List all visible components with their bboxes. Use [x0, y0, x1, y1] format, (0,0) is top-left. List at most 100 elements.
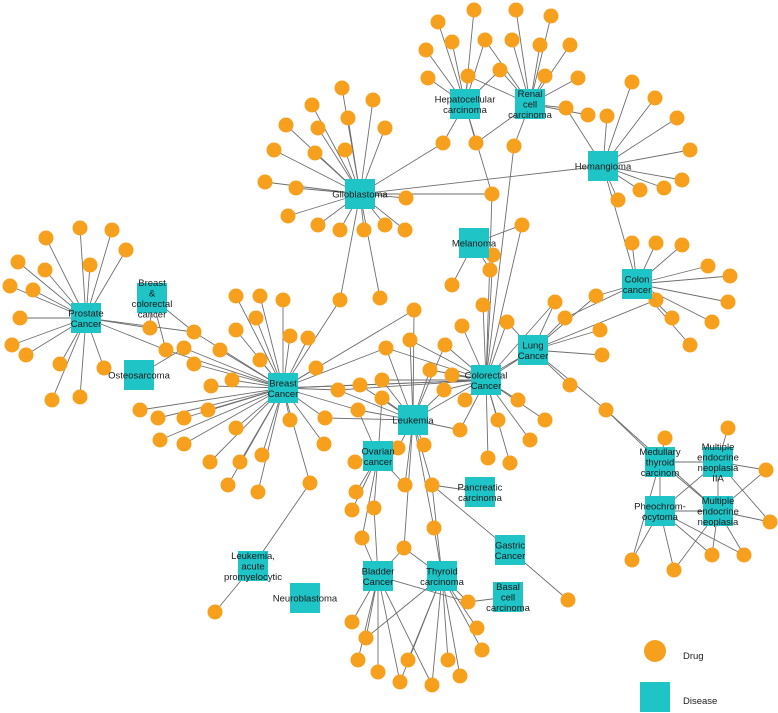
edge-drug-48-colorectal	[485, 193, 493, 381]
drug-node	[278, 117, 294, 133]
disease-label-line: carcinom	[641, 468, 680, 479]
drug-node	[580, 107, 596, 123]
drug-node	[158, 342, 174, 358]
edge-drug-117-breast	[183, 387, 284, 445]
edge-drug-101-breast	[259, 295, 284, 389]
disease-label-line: Hemangioma	[575, 162, 632, 173]
drug-node	[480, 450, 496, 466]
drug-node	[392, 674, 408, 690]
drug-node	[350, 652, 366, 668]
disease-marker	[238, 551, 268, 581]
disease-label-line: Leukemia,	[231, 551, 275, 562]
drug-node	[358, 630, 374, 646]
drug-node	[504, 32, 520, 48]
edge-drug-164-thyroid	[441, 575, 461, 677]
drug-node	[492, 62, 508, 78]
disease-label-line: Cancer	[363, 577, 394, 588]
edge-drug-57-glioblastoma	[359, 193, 381, 299]
legend-drug-marker	[644, 640, 666, 662]
drug-node	[510, 392, 526, 408]
legend-disease-marker	[640, 682, 670, 712]
drug-node	[372, 290, 388, 306]
drug-node	[758, 462, 774, 478]
disease-label-line: Bladder	[362, 566, 395, 577]
disease-label-line: carcinoma	[508, 110, 553, 121]
disease-node-pheochromocytoma: Pheochrom-ocytoma	[634, 496, 686, 526]
drug-node	[610, 192, 626, 208]
drug-node	[356, 222, 372, 238]
drug-node	[72, 389, 88, 405]
disease-marker	[645, 447, 675, 477]
disease-marker	[363, 441, 393, 471]
disease-label-line: Leukemia	[392, 416, 434, 427]
disease-label-line: carcinoma	[420, 577, 465, 588]
drug-node	[352, 377, 368, 393]
disease-label-line: acute	[241, 562, 264, 573]
drug-node	[254, 447, 270, 463]
drug-node	[666, 562, 682, 578]
drug-node	[142, 320, 158, 336]
drug-node	[557, 310, 573, 326]
drug-node	[248, 310, 264, 326]
disease-label-line: cell	[523, 100, 537, 111]
drug-node	[397, 477, 413, 493]
disease-label-line: Cancer	[268, 389, 299, 400]
disease-label-line: cancer	[364, 457, 393, 468]
disease-label-line: Multiple	[702, 442, 735, 453]
drug-node	[275, 292, 291, 308]
disease-marker	[450, 89, 480, 119]
edge-drug-58-glioblastoma	[339, 193, 361, 301]
disease-node-hemangioma: Hemangioma	[575, 151, 632, 181]
disease-label: Melanoma	[452, 239, 497, 250]
drug-node	[377, 120, 393, 136]
disease-marker	[703, 447, 733, 477]
edge-drug-119-breast	[139, 387, 284, 411]
disease-marker	[465, 477, 495, 507]
drug-node	[396, 540, 412, 556]
drug-node	[452, 668, 468, 684]
drug-node	[474, 642, 490, 658]
drug-node	[308, 360, 324, 376]
drug-node	[406, 302, 422, 318]
edge-drug-162-bladder	[377, 575, 401, 683]
disease-label-line: Gastric	[495, 540, 525, 551]
drug-node	[599, 108, 615, 124]
disease-node-glioblastoma: Glioblastoma	[332, 179, 388, 209]
drug-node	[468, 135, 484, 151]
drug-node	[704, 314, 720, 330]
drug-node	[96, 360, 112, 376]
edge-drug-32-glioblastoma	[359, 99, 374, 195]
disease-label-line: Colorectal	[465, 370, 508, 381]
drug-node	[228, 322, 244, 338]
disease-label-line: Cancer	[495, 551, 526, 562]
drug-node	[374, 390, 390, 406]
edge-drug-118-breast	[159, 387, 284, 441]
drug-node	[354, 530, 370, 546]
edge-drug-49-colorectal	[485, 224, 523, 381]
drug-node	[257, 174, 273, 190]
disease-label-line: Multiple	[702, 496, 735, 507]
drug-node	[347, 454, 363, 470]
drug-node	[420, 70, 436, 86]
drug-node	[502, 455, 518, 471]
drug-node	[632, 182, 648, 198]
disease-marker	[137, 283, 167, 313]
drug-node	[656, 180, 672, 196]
disease-label: Hemangioma	[575, 162, 632, 173]
disease-node-osteosarcoma: Osteosarcoma	[108, 360, 171, 390]
disease-label: Leukemia	[392, 416, 434, 427]
drug-node	[176, 436, 192, 452]
drug-node	[203, 378, 219, 394]
